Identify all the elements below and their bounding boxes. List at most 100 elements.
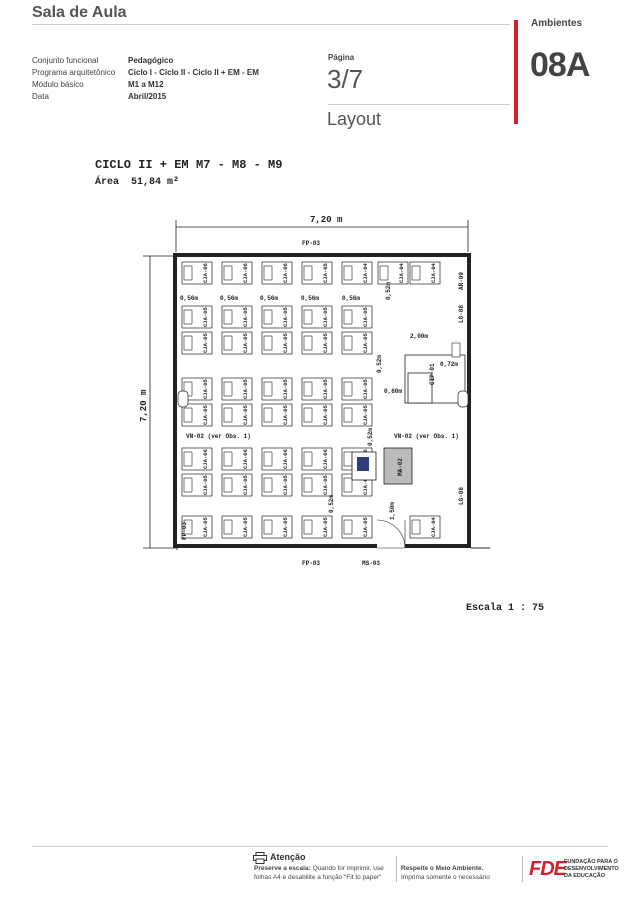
desk-label: CJA-05 — [322, 474, 329, 495]
plan-heading-modules: M7 - M8 - M9 — [196, 158, 283, 172]
desk-label: CJA-05 — [242, 378, 249, 399]
label-lg-bottom: LG-08 — [458, 487, 465, 505]
meta-label-programa: Programa arquitetônico — [32, 68, 116, 77]
org-line-1: FUNDAÇÃO PARA O — [564, 859, 618, 865]
student-desk: CJA-05 — [181, 377, 213, 401]
student-desk: CJA-05 — [221, 331, 253, 355]
desk-label: CJA-05 — [362, 306, 369, 327]
desk-label: CJA-04 — [430, 516, 437, 537]
desk-label: CJA-05 — [282, 516, 289, 537]
desk-label: CJA-04 — [362, 262, 369, 283]
header-divider — [32, 24, 510, 25]
area-label: Área — [95, 177, 120, 188]
label-fp-top: FP-03 — [302, 240, 320, 247]
label-dim-052-3: 0,52m — [367, 428, 374, 446]
scale-label: Escala — [466, 603, 503, 614]
desk-label: CJA-05 — [282, 306, 289, 327]
label-dim-052-1: 0,52m — [385, 282, 392, 300]
student-desk: CJA-05 — [301, 403, 333, 427]
student-desk: CJA-05 — [301, 515, 333, 539]
teacher-area — [351, 342, 466, 485]
student-desk: CJA-05 — [341, 331, 373, 355]
desk-label: CJA-05 — [362, 474, 369, 495]
student-desk: CJA-05 — [341, 377, 373, 401]
student-desk: CJA-05 — [341, 305, 373, 329]
student-desk: CJA-05 — [301, 331, 333, 355]
desk-label: CJA-05 — [322, 516, 329, 537]
desk-label: CJA-05 — [202, 474, 209, 495]
label-vn-right: VN-02 (ver Obs. 1) — [394, 433, 459, 440]
meta-value-conjunto: Pedagógico — [128, 56, 174, 65]
respect-bold: Respeite o Meio Ambiente. — [401, 865, 484, 872]
student-desk: CJA-04 — [409, 515, 441, 539]
label-fp-bottom: FP-03 — [302, 560, 320, 567]
dim-height-label: 7,20 m — [139, 389, 149, 422]
footer-separator-2 — [522, 856, 523, 882]
student-desk: CJA-05 — [261, 473, 293, 497]
student-desk: CJA-05 — [221, 305, 253, 329]
organization-name: FUNDAÇÃO PARA O DESENVOLVIMENTO DA EDUCA… — [564, 859, 619, 880]
desk-label: CJA-04 — [430, 262, 437, 283]
student-desk: CJA-06 — [261, 261, 293, 285]
student-desk: CJA-04 — [377, 261, 409, 285]
desk-label: CJA-06 — [202, 449, 209, 469]
student-desk: CJA-05 — [341, 403, 373, 427]
desk-label: CJA-05 — [282, 378, 289, 399]
student-desk: CJA-04 — [409, 261, 441, 285]
student-desk: CJA-06 — [261, 447, 293, 471]
label-dim-060: 0,60m — [384, 388, 402, 395]
desk-label: CJA-05 — [202, 516, 209, 537]
desk-label: CJA-05 — [362, 378, 369, 399]
meta-value-data: Abril/2015 — [128, 92, 167, 101]
desk-label: CJA-05 — [322, 262, 329, 283]
desk-label: CJA-06 — [202, 263, 209, 283]
label-ma: MA-02 — [397, 458, 404, 476]
walls — [173, 253, 490, 550]
label-dim-056-5: 0,56m — [342, 295, 360, 302]
student-desk: CJA-04 — [341, 261, 373, 285]
org-line-3: DA EDUCAÇÃO — [564, 873, 606, 879]
label-vn-left: VN-02 (ver Obs. 1) — [186, 433, 251, 440]
printer-icon — [253, 852, 267, 864]
student-desk: CJA-05 — [181, 403, 213, 427]
layout-divider — [328, 104, 510, 105]
label-dim-052-2: 0,52m — [376, 355, 383, 373]
label-ms-bottom: MS-03 — [362, 560, 380, 567]
footer-separator-1 — [396, 856, 397, 882]
student-desk: CJA-05 — [221, 377, 253, 401]
desk-label: CJA-06 — [242, 449, 249, 469]
plan-heading-cycle: CICLO II + EM — [95, 158, 189, 172]
desk-label: CJA-05 — [322, 306, 329, 327]
meta-label-data: Data — [32, 92, 49, 101]
student-desk: CJA-05 — [221, 515, 253, 539]
label-dim-200: 2,00m — [410, 333, 428, 340]
desk-label: CJA-05 — [282, 474, 289, 495]
student-desk: CJA-05 — [301, 377, 333, 401]
label-dim-072: 0,72m — [440, 361, 458, 368]
student-desk: CJA-05 — [261, 331, 293, 355]
label-fp-left: FP-03 — [181, 522, 188, 540]
desk-label: CJA-05 — [322, 378, 329, 399]
view-title: Layout — [327, 109, 382, 129]
windows — [177, 390, 469, 408]
desk-label: CJA-05 — [242, 306, 249, 327]
student-desk: CJA-05 — [261, 305, 293, 329]
student-desk: CJA-05 — [181, 305, 213, 329]
student-desk: CJA-06 — [221, 261, 253, 285]
respect-text: Imprima somente o necessário — [401, 874, 490, 881]
student-desk: CJA-06 — [181, 261, 213, 285]
meta-label-conjunto: Conjunto funcional — [32, 56, 99, 65]
label-dim-056-4: 0,56m — [301, 295, 319, 302]
student-desk: CJA-05 — [181, 331, 213, 355]
desk-label: CJA-06 — [242, 263, 249, 283]
area-value: 51,84 m² — [131, 177, 180, 188]
desk-label: CJA-05 — [322, 404, 329, 425]
desk-label: CJA-05 — [362, 332, 369, 353]
label-ar: AR-09 — [458, 272, 465, 290]
dim-width-label: 7,20 m — [310, 215, 343, 225]
page-number: 3/7 — [327, 64, 364, 94]
scale-value: 1 : 75 — [508, 603, 545, 614]
desk-label: CJA-05 — [282, 332, 289, 353]
page-title: Sala de Aula — [32, 4, 127, 21]
